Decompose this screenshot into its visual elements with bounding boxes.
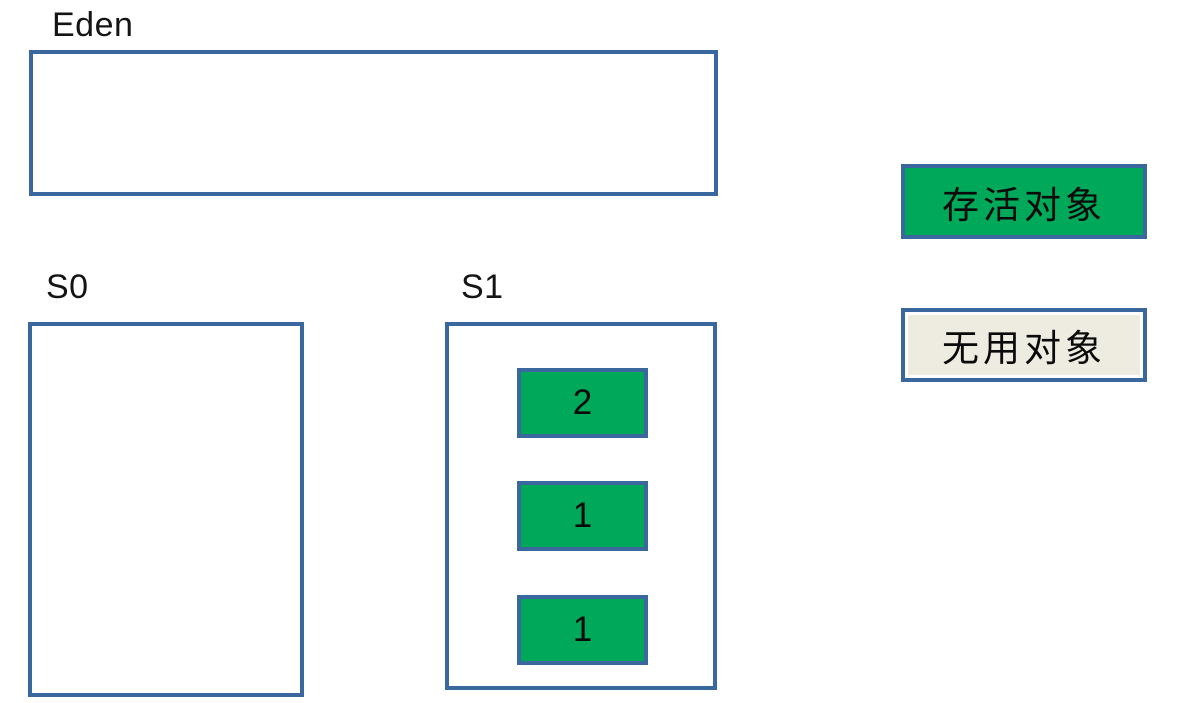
legend-useless-object-swatch: 无用对象 [901,308,1147,382]
legend-alive-object-swatch: 存活对象 [901,164,1147,239]
survivor-block-age-2: 2 [517,368,648,438]
s0-region-label: S0 [46,268,89,306]
s1-region-label: S1 [461,268,504,306]
s0-region-box [28,322,304,697]
survivor-block-age-1-a: 1 [517,481,648,551]
survivor-block-age-1-b: 1 [517,595,648,665]
eden-region-box [29,50,718,196]
eden-region-label: Eden [52,6,134,44]
s1-region-box: 2 1 1 [445,322,717,690]
